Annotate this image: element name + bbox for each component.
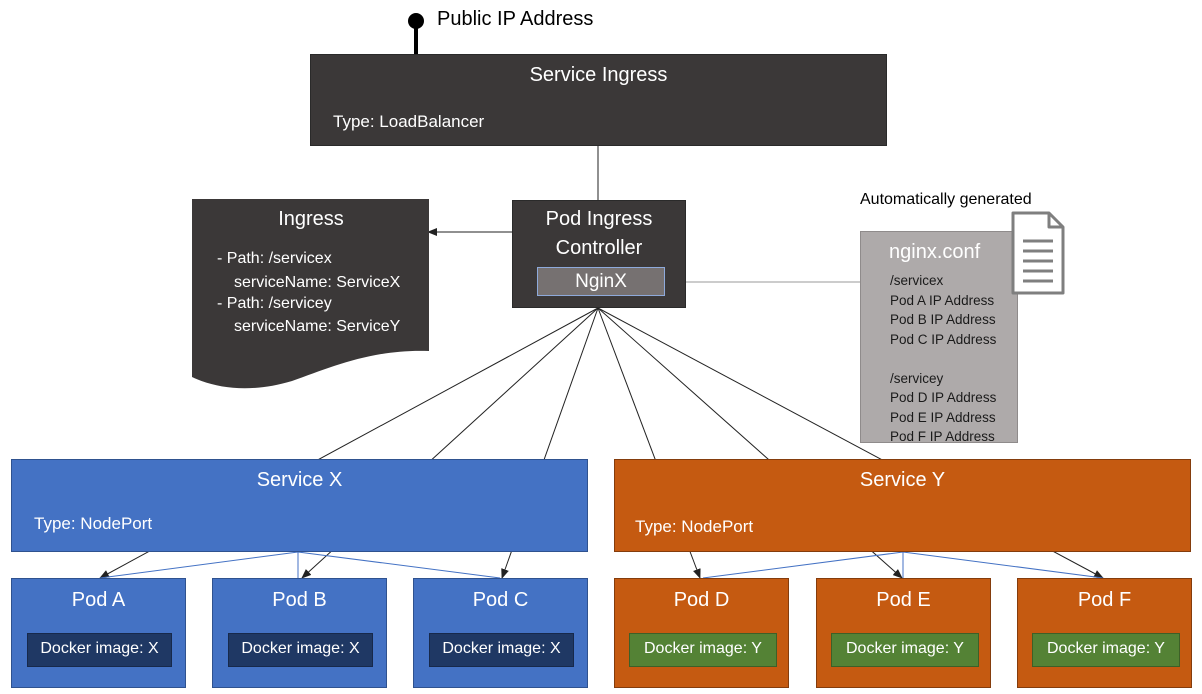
service-x-title: Service X bbox=[256, 469, 343, 491]
ingress-line-2: serviceName: ServiceX bbox=[234, 274, 401, 291]
nginx-conf-line: Pod F IP Address bbox=[890, 429, 995, 444]
pod-d-title: Pod D bbox=[673, 589, 730, 611]
service-x-type: Type: NodePort bbox=[34, 514, 153, 533]
pod-a-box: Pod A Docker image: X bbox=[11, 578, 186, 688]
nginx-conf-line: Pod D IP Address bbox=[890, 390, 997, 405]
nginx-conf-line bbox=[890, 349, 996, 369]
service-ingress-type: Type: LoadBalancer bbox=[333, 112, 485, 131]
pod-b-box: Pod B Docker image: X bbox=[212, 578, 387, 688]
controller-title-line1: Pod Ingress bbox=[545, 208, 653, 230]
nginx-conf-lines: /servicex Pod A IP Address Pod B IP Addr… bbox=[890, 271, 996, 447]
public-ip-label: Public IP Address bbox=[437, 8, 594, 30]
pod-a-title: Pod A bbox=[71, 589, 126, 611]
pod-c-docker-image: Docker image: X bbox=[429, 633, 574, 667]
nginx-conf-line: Pod B IP Address bbox=[890, 312, 996, 327]
nginx-conf-line: Pod C IP Address bbox=[890, 331, 997, 347]
ingress-line-4: serviceName: ServiceY bbox=[234, 318, 401, 335]
nginx-conf-line: /servicex bbox=[890, 273, 944, 288]
service-y-to-pod-f-line bbox=[902, 551, 1104, 579]
ingress-line-3: - Path: /servicey bbox=[217, 295, 332, 312]
pod-e-title: Pod E bbox=[876, 589, 931, 611]
auto-generated-caption: Automatically generated bbox=[860, 191, 1032, 208]
service-y-to-pod-d-line bbox=[702, 551, 904, 579]
public-ip-pin-head bbox=[408, 13, 424, 29]
pod-b-docker-image: Docker image: X bbox=[228, 633, 373, 667]
pod-f-docker-image: Docker image: Y bbox=[1032, 633, 1180, 667]
pod-f-box: Pod F Docker image: Y bbox=[1017, 578, 1192, 688]
service-x-box: Service X Type: NodePort bbox=[11, 459, 588, 552]
ingress-title: Ingress bbox=[278, 208, 344, 230]
pod-c-title: Pod C bbox=[472, 589, 529, 611]
ingress-box: Ingress - Path: /servicex serviceName: S… bbox=[192, 199, 430, 359]
pod-e-box: Pod E Docker image: Y bbox=[816, 578, 991, 688]
pod-d-docker-image: Docker image: Y bbox=[629, 633, 777, 667]
nginx-conf-title: nginx.conf bbox=[889, 241, 981, 263]
pod-a-docker-image: Docker image: X bbox=[27, 633, 172, 667]
service-ingress-title: Service Ingress bbox=[529, 64, 668, 86]
service-x-to-pod-a-line bbox=[99, 551, 299, 579]
ingress-document-shape bbox=[192, 199, 429, 389]
nginx-box: NginX bbox=[537, 267, 665, 296]
service-y-type: Type: NodePort bbox=[635, 517, 754, 536]
nginx-conf-line: Pod A IP Address bbox=[890, 292, 995, 308]
service-y-box: Service Y Type: NodePort bbox=[614, 459, 1191, 552]
pod-b-title: Pod B bbox=[272, 589, 327, 611]
controller-title-line2: Controller bbox=[555, 237, 643, 259]
ingress-line-1: - Path: /servicex bbox=[217, 250, 332, 267]
pod-c-box: Pod C Docker image: X bbox=[413, 578, 588, 688]
nginx-conf-line: /servicey bbox=[890, 370, 944, 386]
service-y-title: Service Y bbox=[859, 469, 946, 491]
pod-e-docker-image: Docker image: Y bbox=[831, 633, 979, 667]
document-icon bbox=[1011, 211, 1065, 295]
nginx-conf-box: nginx.conf /servicex Pod A IP Address Po… bbox=[860, 231, 1018, 444]
service-ingress-box: Service Ingress Type: LoadBalancer bbox=[310, 54, 887, 146]
pod-ingress-controller-box: Pod Ingress Controller NginX bbox=[512, 200, 686, 308]
pod-f-title: Pod F bbox=[1077, 589, 1132, 611]
service-x-to-pod-c-line bbox=[297, 551, 501, 579]
nginx-conf-line: Pod E IP Address bbox=[890, 409, 996, 425]
pod-d-box: Pod D Docker image: Y bbox=[614, 578, 789, 688]
